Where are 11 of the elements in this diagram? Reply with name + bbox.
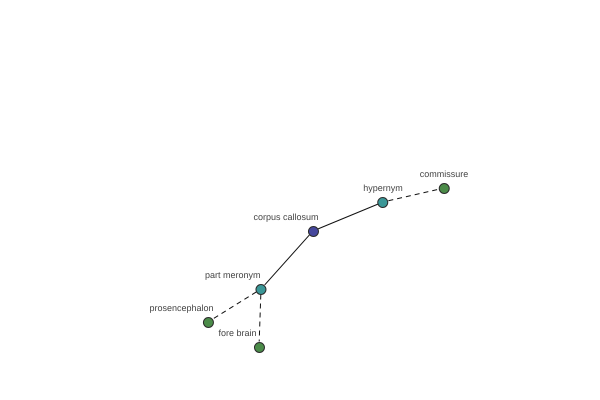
- dashed-connector: [258, 294, 262, 342]
- node-label: part meronym: [204, 270, 260, 280]
- node-label: hypernym: [363, 182, 403, 194]
- node-label: prosencephalon: [149, 302, 214, 314]
- node-label: commissure: [420, 168, 468, 180]
- node-label: fore brain: [218, 328, 256, 338]
- dashed-connector: [388, 188, 440, 202]
- connector-line: [264, 234, 310, 286]
- connector-line: [318, 204, 378, 230]
- dashed-connector: [212, 291, 257, 320]
- node-label: corpus callosum: [253, 212, 318, 222]
